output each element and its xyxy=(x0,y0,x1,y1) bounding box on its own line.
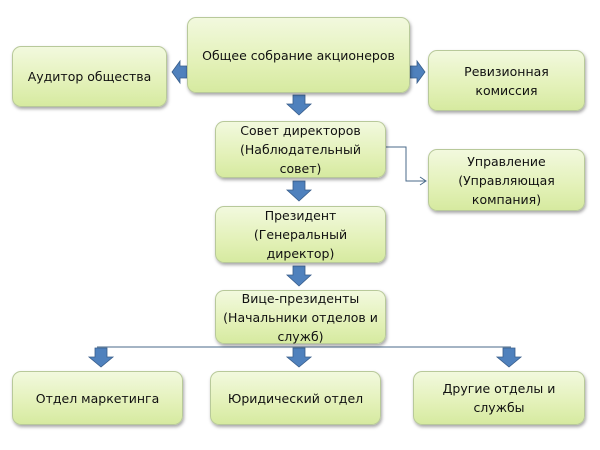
arrow-down-icon xyxy=(495,347,523,368)
node-president: Президент (Генеральный директор) xyxy=(215,206,386,263)
node-label: Управление (Управляющая компания) xyxy=(458,153,555,207)
node-board-of-directors: Совет директоров (Наблюдательный совет) xyxy=(215,121,386,178)
arrow-down-icon xyxy=(285,347,313,368)
board-to-management-line xyxy=(386,146,425,182)
node-management-company: Управление (Управляющая компания) xyxy=(428,149,585,211)
arrow-down-icon xyxy=(285,180,313,202)
node-shareholders-meeting: Общее собрание акционеров xyxy=(187,17,410,93)
node-vice-presidents: Вице-президенты (Начальники отделов и сл… xyxy=(215,290,386,344)
arrow-right-icon xyxy=(409,59,426,85)
node-label: Отдел маркетинга xyxy=(35,390,160,406)
node-label: Аудитор общества xyxy=(27,69,152,84)
arrow-left-icon xyxy=(171,59,188,85)
node-label: Общее собрание акционеров xyxy=(202,47,395,63)
node-label: Совет директоров (Наблюдательный совет) xyxy=(240,123,361,176)
arrow-down-icon xyxy=(285,94,313,116)
node-marketing-department: Отдел маркетинга xyxy=(12,371,183,425)
node-label: Ревизионная комиссия xyxy=(464,63,549,98)
arrow-down-icon xyxy=(87,347,115,368)
node-other-departments: Другие отделы и службы xyxy=(413,371,585,425)
node-audit-commission: Ревизионная комиссия xyxy=(428,50,585,111)
node-label: Юридический отдел xyxy=(227,390,364,406)
arrow-down-icon xyxy=(285,265,313,287)
node-label: Президент (Генеральный директор) xyxy=(253,208,348,261)
node-auditor: Аудитор общества xyxy=(12,46,167,107)
node-legal-department: Юридический отдел xyxy=(210,371,381,425)
node-label: Вице-президенты (Начальники отделов и сл… xyxy=(223,290,378,344)
node-label: Другие отделы и службы xyxy=(442,381,556,415)
open-arrowhead-icon xyxy=(419,176,427,186)
